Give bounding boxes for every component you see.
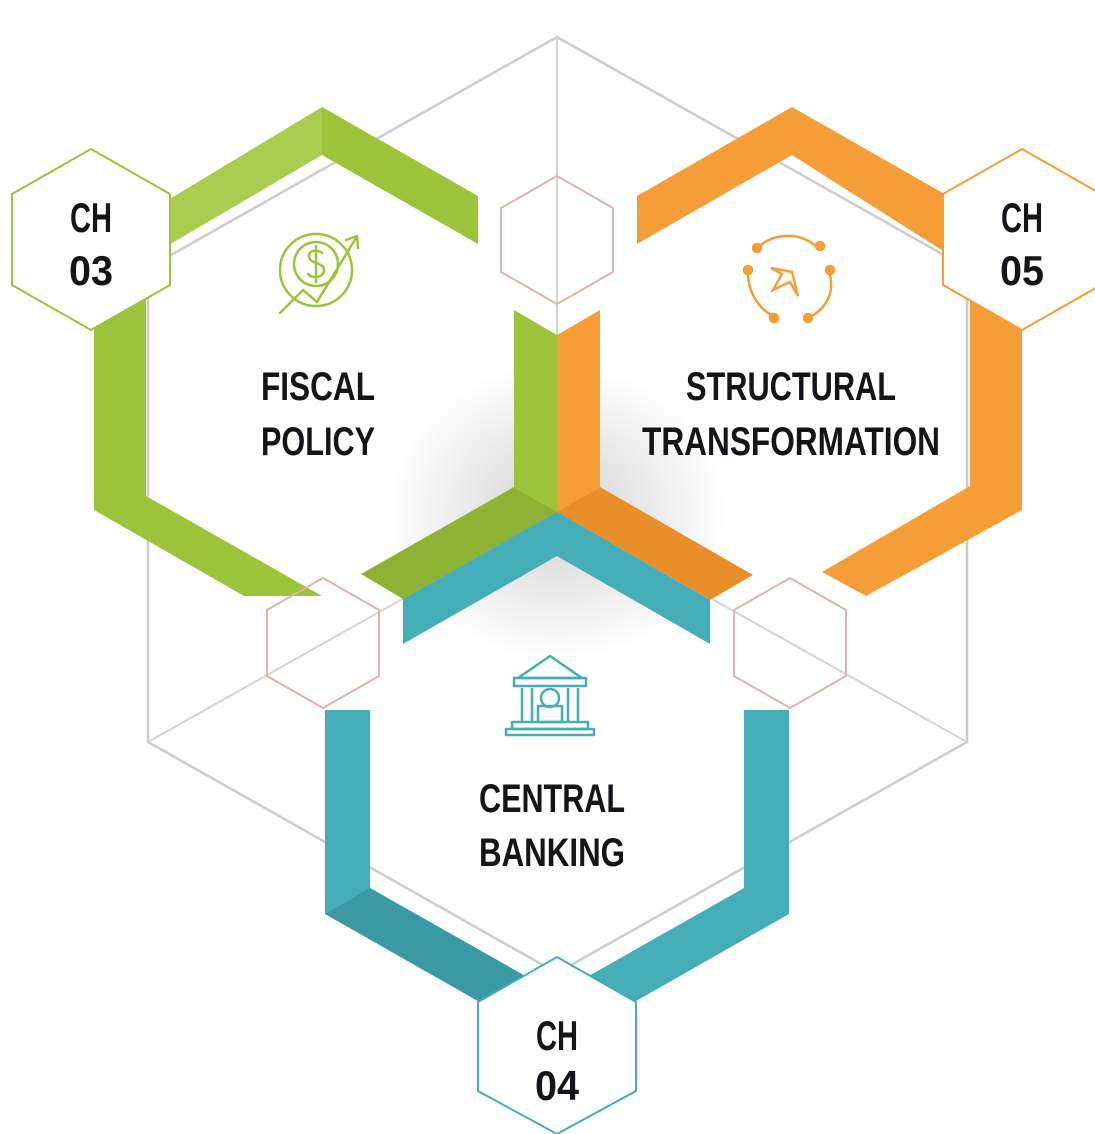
ch05-badge-hexagon xyxy=(942,147,1095,332)
fiscal-title-line2: POLICY xyxy=(261,420,375,464)
central-title-line1: CENTRAL xyxy=(479,777,625,821)
fiscal-title-line1: FISCAL xyxy=(261,365,375,409)
fiscal-hexagon-band xyxy=(94,107,557,599)
ch03-label-line2: 03 xyxy=(69,247,113,294)
structural-title-line1: STRUCTURAL xyxy=(686,365,896,409)
ch04-label-line2: 04 xyxy=(535,1062,580,1109)
bank-building-icon xyxy=(504,654,596,737)
network-cycle-icon xyxy=(742,234,836,324)
ch04-label-line1: CH xyxy=(536,1012,578,1059)
central-title-line2: BANKING xyxy=(479,831,625,875)
ch03-badge-hexagon xyxy=(11,147,171,332)
ch05-label-line1: CH xyxy=(1001,194,1043,241)
ch03-label-line1: CH xyxy=(70,194,112,241)
accent-hexagons xyxy=(266,174,847,710)
ch05-label-line2: 05 xyxy=(1000,247,1044,294)
ch04-badge-hexagon xyxy=(477,955,637,1134)
dollar-growth-icon xyxy=(278,232,360,315)
structural-title-line2: TRANSFORMATION xyxy=(642,420,940,464)
structural-hexagon-band xyxy=(557,107,1022,600)
